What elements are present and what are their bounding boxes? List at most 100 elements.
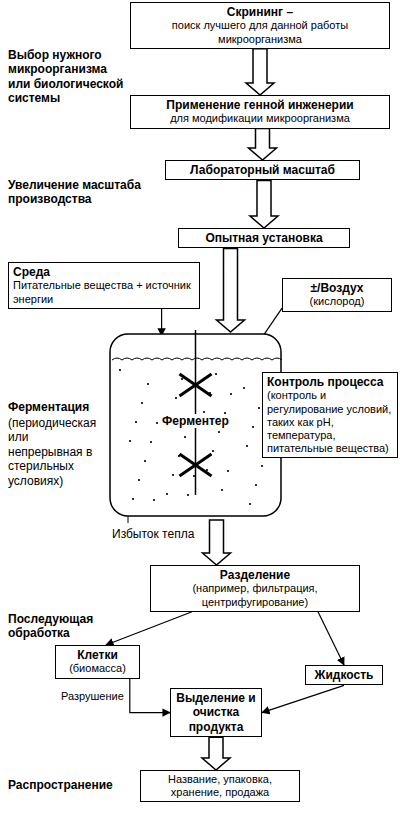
node-heading: Контроль процесса	[267, 375, 393, 389]
stirrer-blade	[180, 374, 212, 396]
connector-line	[106, 612, 192, 645]
node-heading: Название, упаковка, хранение, продажа	[145, 773, 295, 799]
stirrer-shaft	[195, 330, 197, 495]
bubble	[150, 441, 152, 443]
block-arrow	[249, 129, 277, 160]
node-body: (контроль и регулирование условий, таких…	[267, 389, 393, 455]
bubble	[230, 393, 232, 395]
bubble	[258, 407, 260, 409]
bubble	[172, 474, 174, 476]
bubble	[166, 493, 168, 495]
input-box: ±/Воздух(кислород)	[282, 278, 392, 312]
bubble	[249, 503, 251, 505]
process-box: Разделение(например, фильтрация, центриф…	[150, 565, 360, 612]
node-heading: Клетки	[60, 648, 135, 662]
block-arrow	[250, 180, 278, 228]
process-box: Скрининг –поиск лучшего для данной работ…	[130, 2, 390, 49]
bubble	[184, 436, 186, 438]
connector	[318, 612, 344, 665]
process-box: Лабораторный масштаб	[165, 160, 360, 180]
node-heading: Среда	[13, 265, 195, 279]
edge-label: Разрушение	[60, 690, 125, 702]
node-body: (биомасса)	[60, 662, 135, 675]
connector-line	[161, 309, 162, 336]
bubble	[147, 383, 149, 385]
block-arrow	[203, 520, 231, 565]
bubble	[138, 479, 140, 481]
connector	[202, 737, 230, 770]
bubble	[261, 465, 263, 467]
node-heading: Жидкость	[310, 668, 378, 682]
node-heading: Выделение и очистка продукта	[175, 691, 257, 734]
bubble	[215, 373, 217, 375]
connector-line	[262, 685, 344, 712]
connector	[106, 612, 192, 645]
bubble	[141, 402, 143, 404]
side-label: Ферментация	[8, 400, 106, 414]
node-body: (кислород)	[287, 295, 387, 308]
node-heading: Скрининг –	[135, 5, 385, 19]
side-label: Выбор нужного микроорганизма или биологи…	[8, 48, 126, 106]
node-heading: ±/Воздух	[287, 281, 387, 295]
node-heading: Разделение	[155, 568, 355, 582]
bubble	[144, 460, 146, 462]
connector	[161, 309, 162, 336]
input-box: СредаПитательные вещества + источник эне…	[8, 262, 200, 309]
side-label: Избыток тепла	[112, 527, 222, 541]
bubble	[255, 484, 257, 486]
node-heading: Опытная установка	[183, 231, 345, 245]
node-heading: Применение генной инженерии	[135, 98, 385, 112]
side-label: Увеличение масштаба производства	[8, 178, 158, 207]
connector	[262, 685, 344, 712]
output-box: Жидкость	[305, 665, 383, 685]
bubble	[187, 494, 189, 496]
bubble	[135, 421, 137, 423]
side-label: (периодическая или непрерывная в стериль…	[8, 416, 106, 488]
node-heading: Ферментер	[160, 414, 231, 428]
connector	[217, 248, 245, 332]
connector	[130, 679, 170, 713]
bubble	[129, 440, 131, 442]
connector	[250, 180, 278, 228]
bubble	[252, 426, 254, 428]
output-box: Клетки(биомасса)	[55, 645, 140, 679]
node-heading: Лабораторный масштаб	[170, 163, 355, 177]
process-box: Выделение и очистка продукта	[170, 688, 262, 737]
node-body: для модификации микроорганизма	[135, 112, 385, 125]
bubble	[221, 489, 223, 491]
bubble	[218, 431, 220, 433]
node-body: (например, фильтрация, центрифугирование…	[155, 582, 355, 608]
bubble	[153, 499, 155, 501]
process-box: Опытная установка	[178, 228, 350, 248]
block-arrow	[202, 737, 230, 770]
bubble	[212, 450, 214, 452]
node-body: поиск лучшего для данной работы микроорг…	[135, 19, 385, 45]
side-label: Распространение	[8, 778, 133, 792]
connector-line	[318, 612, 344, 665]
side-label: Последующая обработка	[8, 612, 120, 641]
fermenter-vessel: Ферментер	[108, 330, 283, 520]
connector	[249, 129, 277, 160]
stirrer-blade	[180, 454, 212, 476]
process-box: Применение генной инженериидля модификац…	[130, 95, 390, 129]
stirrer-blade	[180, 454, 212, 476]
bubble	[175, 397, 177, 399]
block-arrow	[217, 248, 245, 332]
connector	[203, 520, 231, 565]
bubble	[181, 378, 183, 380]
stirrer-blade	[180, 374, 212, 396]
bubble	[246, 445, 248, 447]
bubble	[156, 422, 158, 424]
connector	[246, 49, 274, 95]
bubble	[203, 411, 205, 413]
connector-line	[130, 679, 170, 713]
bubble	[227, 470, 229, 472]
bubble	[119, 369, 121, 371]
process-box: Название, упаковка, хранение, продажа	[140, 770, 300, 802]
control-box: Контроль процесса(контроль и регулирован…	[262, 372, 398, 458]
block-arrow	[246, 49, 274, 95]
liquid-surface	[112, 358, 282, 360]
bubble	[132, 498, 134, 500]
node-body: Питательные вещества + источник энергии	[13, 279, 195, 305]
